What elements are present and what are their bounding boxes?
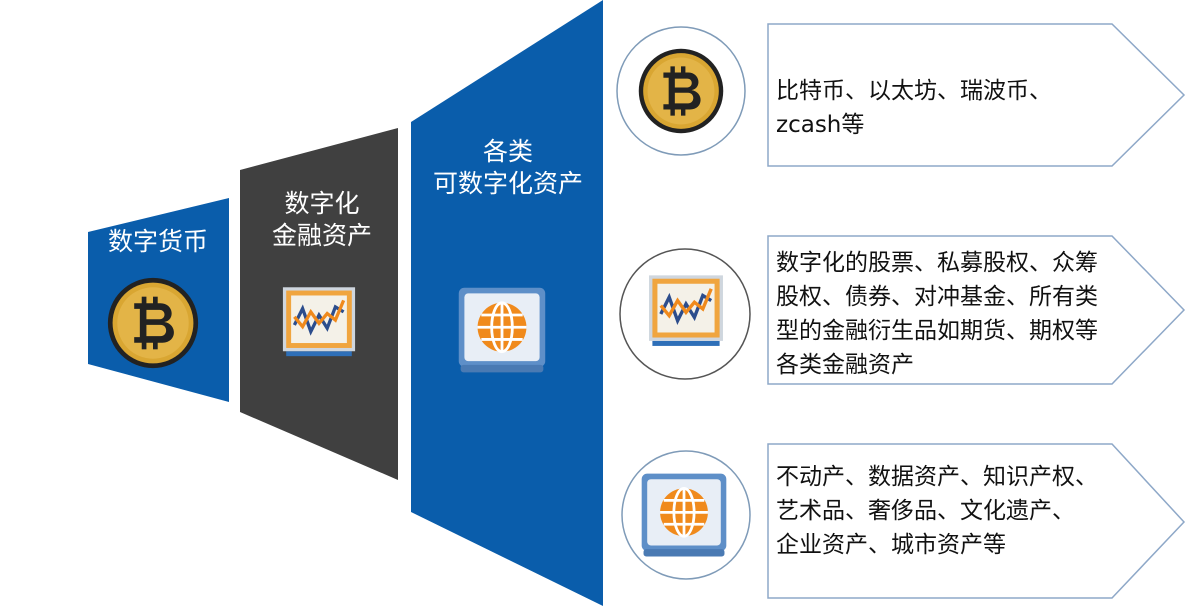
- detail-box-3: [767, 443, 1186, 599]
- bitcoin-icon: [107, 277, 199, 369]
- detail-text-1: 比特币、以太坊、瑞波币、 zcash等: [776, 74, 1052, 142]
- chart-board-icon: [647, 273, 725, 348]
- detail-1-line-2: zcash等: [776, 112, 865, 138]
- globe-icon: [640, 472, 728, 558]
- detail-1-line-1: 比特币、以太坊、瑞波币、: [776, 78, 1052, 104]
- detail-3-line-1: 不动产、数据资产、知识产权、: [776, 464, 1098, 490]
- stage2-label: 数字化 金融资产: [252, 188, 392, 252]
- detail-text-2: 数字化的股票、私募股权、众筹 股权、债券、对冲基金、所有类 型的金融衍生品如期货…: [776, 246, 1098, 382]
- globe-icon: [457, 286, 547, 374]
- stage2-label-line1: 数字化: [284, 189, 360, 218]
- bitcoin-icon: [638, 48, 724, 134]
- stage3-label: 各类 可数字化资产: [418, 136, 598, 200]
- detail-3-line-2: 艺术品、奢侈品、文化遗产、: [776, 498, 1075, 524]
- stage1-label-text: 数字货币: [107, 227, 208, 256]
- stage1-label: 数字货币: [98, 226, 218, 258]
- detail-text-3: 不动产、数据资产、知识产权、 艺术品、奢侈品、文化遗产、 企业资产、城市资产等: [776, 460, 1098, 562]
- detail-2-line-2: 股权、债券、对冲基金、所有类: [776, 284, 1098, 310]
- stage3-label-line1: 各类: [482, 137, 533, 166]
- detail-2-line-3: 型的金融衍生品如期货、期权等: [776, 318, 1098, 344]
- stage3-label-line2: 可数字化资产: [432, 169, 583, 198]
- detail-2-line-1: 数字化的股票、私募股权、众筹: [776, 250, 1098, 276]
- chart-board-icon: [281, 285, 357, 358]
- detail-box-2: [767, 235, 1186, 385]
- detail-3-line-3: 企业资产、城市资产等: [776, 532, 1006, 558]
- detail-box-1: [767, 23, 1186, 167]
- detail-2-line-4: 各类金融资产: [776, 352, 914, 378]
- stage2-label-line2: 金融资产: [271, 221, 372, 250]
